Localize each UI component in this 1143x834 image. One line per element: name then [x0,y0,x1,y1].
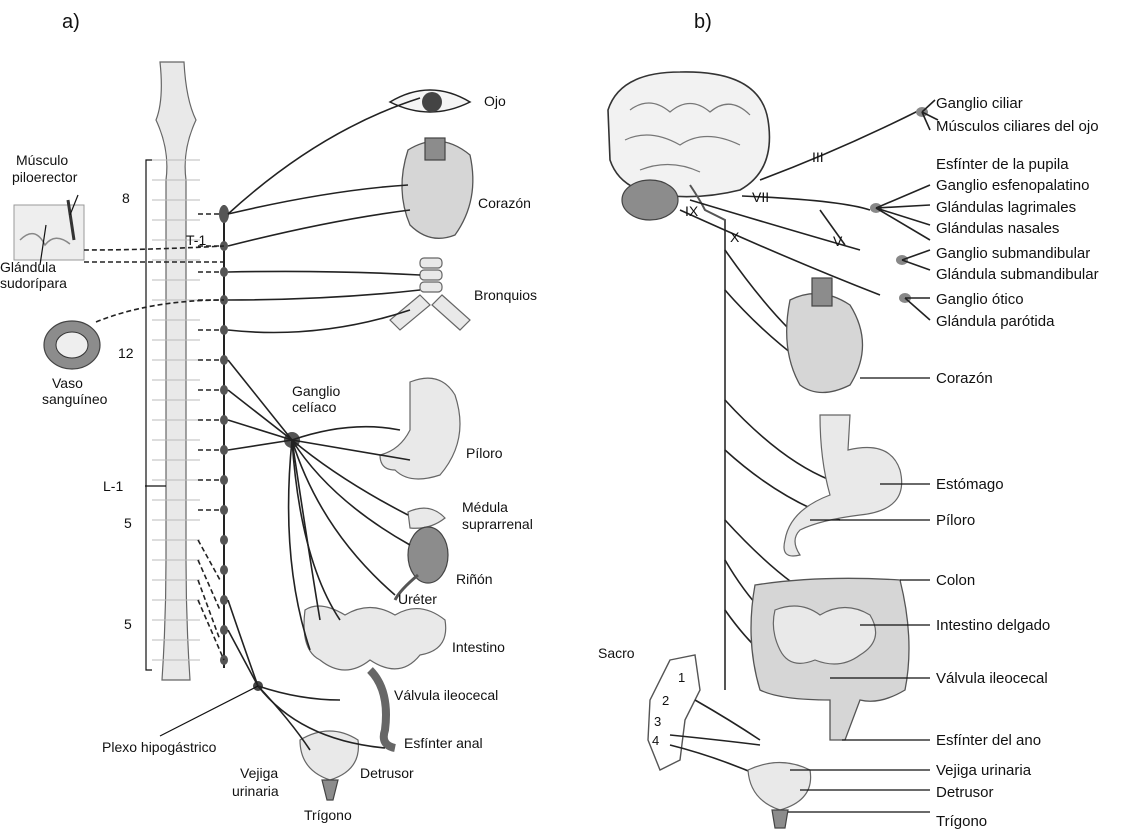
label-ganglio-ciliar: Ganglio ciliar [936,95,1023,112]
intestine-shape-a [304,606,446,748]
label-corazon-b: Corazón [936,370,993,387]
eye-pupil [422,92,442,112]
label-musculos-ciliares: Músculos ciliares del ojo [936,118,1099,135]
label-ganglio-otico: Ganglio ótico [936,291,1024,308]
label-t1: T-1 [186,232,206,248]
label-12: 12 [118,345,134,361]
label-vejiga-b: Vejiga urinaria [936,762,1032,779]
label-intestino-delgado: Intestino delgado [936,617,1050,634]
ganglion-branches [876,100,938,320]
label-sacral-4: 4 [652,733,659,748]
label-piloro-b: Píloro [936,512,975,529]
stomach-shape-b [784,415,902,556]
label-5a: 5 [124,515,132,531]
adrenal-shape [408,508,445,528]
label-celiaco: celíaco [292,399,337,415]
label-8: 8 [122,190,130,206]
sacrum-shape [648,655,700,770]
panel-b-label: b) [694,11,712,33]
label-trigono-b: Trígono [936,813,987,830]
label-sudoripara: sudorípara [0,275,67,291]
label-sanguineo: sanguíneo [42,391,108,407]
spinal-cord [156,62,196,680]
label-urinaria-a: urinaria [232,783,279,799]
label-esfinter-ano: Esfínter del ano [936,732,1041,749]
trigone-shape-b [772,810,788,828]
label-suprarrenal: suprarrenal [462,516,533,532]
label-sacral-3: 3 [654,714,661,729]
label-musculo: Músculo [16,152,68,168]
label-nerve-iii: III [812,149,824,165]
preganglionic-fibers [198,214,224,660]
label-vejiga-a: Vejiga [240,765,278,781]
label-plexo: Plexo hipogástrico [102,739,217,755]
label-esfinter-a: Esfínter anal [404,735,483,751]
label-ojo: Ojo [484,93,506,109]
label-glandulas-lagrimales: Glándulas lagrimales [936,199,1076,216]
label-glandulas-nasales: Glándulas nasales [936,220,1059,237]
label-intestino: Intestino [452,639,505,655]
spinal-bracket [146,160,152,670]
brain-shape [608,72,769,197]
label-glandula-submandibular: Glándula submandibular [936,266,1099,283]
label-nerve-vii: VII [752,189,769,205]
bladder-shape-a [300,731,358,780]
label-valvula-b: Válvula ileocecal [936,670,1048,687]
label-colon: Colon [936,572,975,589]
label-ureter: Uréter [398,591,437,607]
label-corazon-a: Corazón [478,195,531,211]
heart-aorta-b [812,278,832,306]
label-piloerector: piloerector [12,169,78,185]
label-ganglio: Ganglio [292,383,340,399]
panel-a-label: a) [62,11,80,33]
cerebellum-shape [622,180,678,220]
label-piloro-a: Píloro [466,445,503,461]
label-nerve-v: V [833,233,843,249]
kidney-shape [408,527,448,583]
plexo-leader [160,686,258,736]
label-rinon: Riñón [456,571,493,587]
trigone-shape-a [322,780,338,800]
label-trigono-a: Trígono [304,807,352,823]
label-sacral-2: 2 [662,693,669,708]
postganglionic-fibers [228,98,420,333]
small-intestine-shape [773,606,875,664]
label-glandula-parotida: Glándula parótida [936,313,1055,330]
label-l1: L-1 [103,478,123,494]
label-detrusor-b: Detrusor [936,784,994,801]
heart-shape-b [787,294,863,393]
label-nerve-ix: IX [685,203,699,219]
blood-vessel-lumen [56,332,88,358]
label-nerve-x: X [730,229,740,245]
label-5b: 5 [124,616,132,632]
label-detrusor-a: Detrusor [360,765,414,781]
label-sacro: Sacro [598,645,635,661]
label-sacral-1: 1 [678,670,685,685]
brainstem-cord [690,185,725,690]
label-bronquios: Bronquios [474,287,537,303]
bronchi-shape [390,258,470,330]
label-esfinter-pupila: Esfínter de la pupila [936,156,1069,173]
label-vaso: Vaso [52,375,83,391]
label-valvula-a: Válvula ileocecal [394,687,498,703]
label-ganglio-esfenopalatino: Ganglio esfenopalatino [936,177,1089,194]
label-medula: Médula [462,499,508,515]
label-estomago: Estómago [936,476,1004,493]
vessel-fiber [96,300,224,322]
label-glandula: Glándula [0,259,56,275]
heart-aorta-a [425,138,445,160]
label-ganglio-submandibular: Ganglio submandibular [936,245,1090,262]
